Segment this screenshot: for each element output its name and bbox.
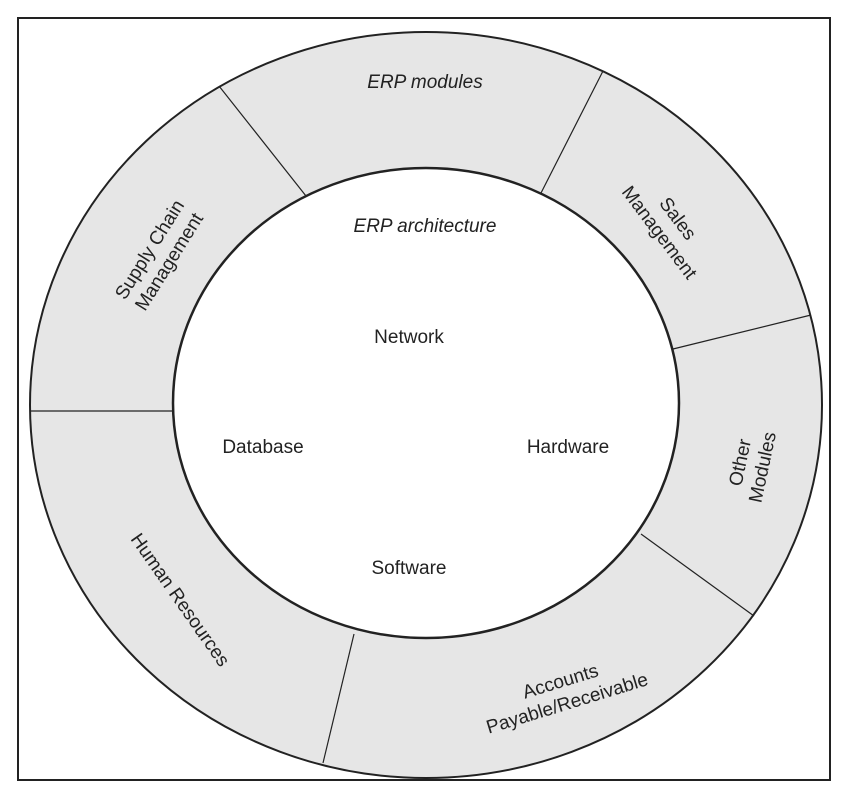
erp-modules-title: ERP modules (367, 72, 483, 93)
divider (640, 533, 755, 617)
erp-architecture-title: ERP architecture (354, 216, 497, 237)
label-software: Software (372, 558, 447, 579)
inner-circle (171, 166, 681, 640)
divider (540, 70, 604, 194)
divider (672, 314, 812, 350)
module-other: Other Modules (726, 430, 781, 505)
divider (218, 85, 307, 197)
label-network: Network (374, 327, 444, 348)
divider (322, 633, 355, 764)
label-database: Database (222, 437, 303, 458)
label-hardware: Hardware (527, 437, 609, 458)
ring-dividers (30, 70, 812, 764)
